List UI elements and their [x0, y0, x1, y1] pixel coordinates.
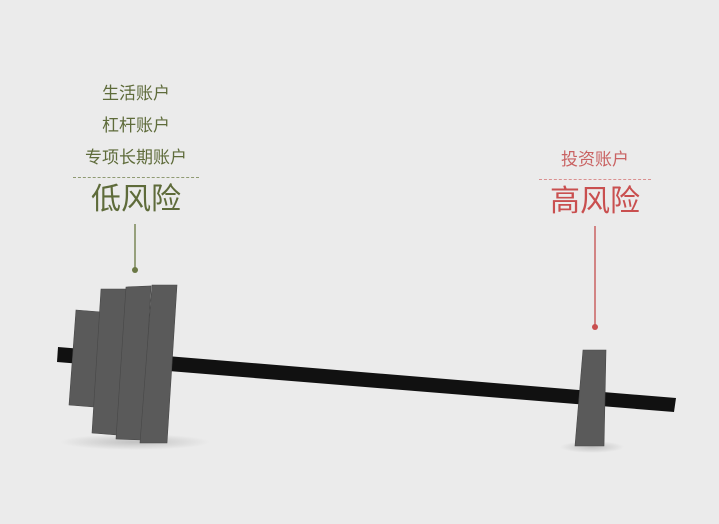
left-plate-4	[139, 284, 178, 444]
high-risk-label-group: 投资账户 高风险	[528, 144, 662, 224]
account-living: 生活账户	[102, 84, 170, 104]
low-risk-title: 低风险	[91, 182, 181, 217]
high-risk-divider	[539, 179, 651, 180]
account-investment: 投资账户	[561, 150, 629, 170]
high-risk-title: 高风险	[550, 184, 640, 219]
low-risk-connector-dot	[132, 267, 138, 273]
left-plates-shadow	[60, 434, 210, 450]
left-weight-plates	[68, 284, 178, 444]
high-risk-connector-dot	[592, 324, 598, 330]
low-risk-label-group: 生活账户 杠杆账户 专项长期账户 低风险	[66, 78, 206, 222]
barbell-bar	[57, 347, 676, 412]
low-risk-divider	[73, 177, 199, 178]
account-leverage: 杠杆账户	[102, 116, 170, 136]
right-weight-plate	[574, 349, 607, 447]
account-long-term: 专项长期账户	[85, 148, 187, 168]
